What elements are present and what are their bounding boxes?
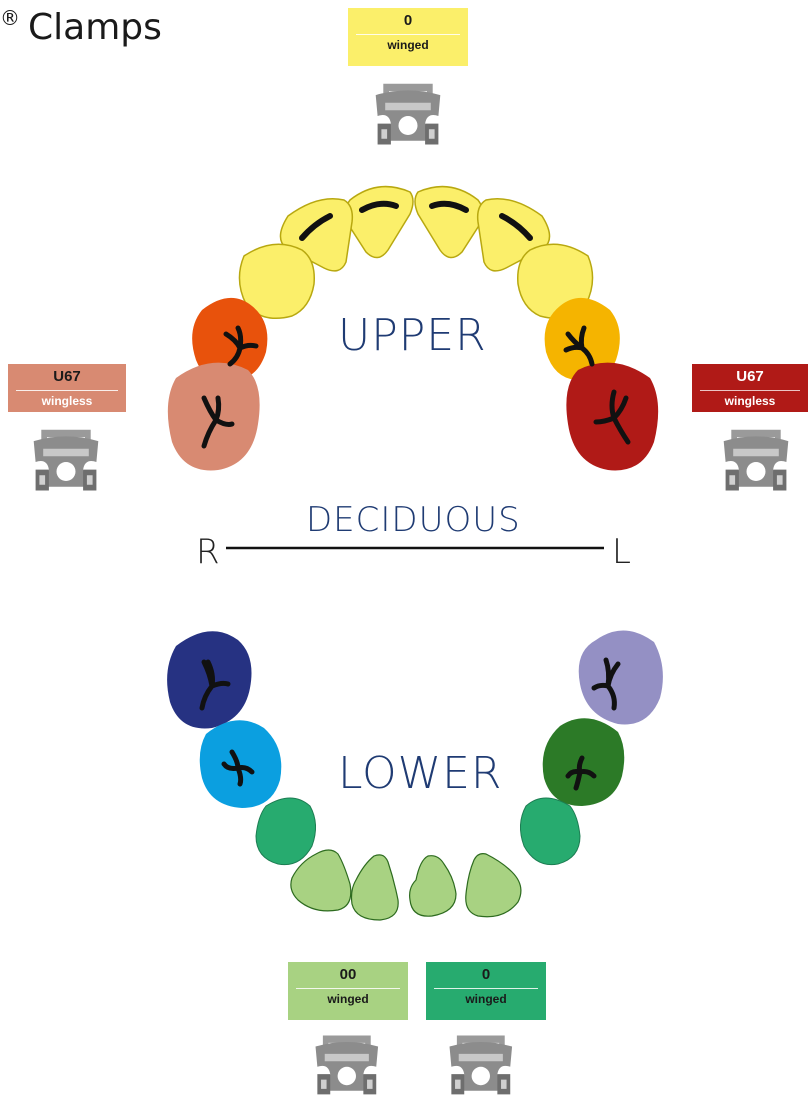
clamp-label-bottom-left: 00 winged xyxy=(288,962,408,1020)
clamp-image-top xyxy=(375,83,441,145)
clamp-code: 0 xyxy=(403,12,413,29)
right-side-label: R xyxy=(196,532,221,572)
clamp-kind: wingless xyxy=(41,394,93,408)
fissure-marks-lower xyxy=(199,657,621,791)
clamp-image-upper-left xyxy=(723,429,789,491)
clamp-kind: winged xyxy=(465,992,507,1006)
incisal-mark xyxy=(359,200,399,213)
clamp-label-bottom-right: 0 winged xyxy=(426,962,546,1020)
tooth-lower-left-second-molar xyxy=(578,630,663,725)
clamp-kind: winged xyxy=(387,38,429,52)
tooth-lower-left-canine xyxy=(520,797,581,866)
tooth-upper-canine-right xyxy=(238,243,315,319)
tooth-lower-lateral-right xyxy=(290,849,352,912)
divider xyxy=(16,390,118,391)
clamp-label-upper-left: U67 wingless xyxy=(692,364,808,412)
left-side-label: L xyxy=(612,532,632,572)
clamp-image-bottom-right xyxy=(449,1035,513,1095)
deciduous-label: DECIDUOUS xyxy=(306,500,521,540)
tooth-lower-central-left xyxy=(409,855,457,917)
tooth-lower-right-canine xyxy=(255,797,316,866)
incisal-mark xyxy=(429,200,469,213)
upper-label: UPPER xyxy=(338,310,487,361)
page-title: ® Clamps xyxy=(0,6,162,48)
divider xyxy=(434,988,538,989)
clamp-code: 0 xyxy=(481,966,491,983)
clamp-image-upper-right xyxy=(33,429,99,491)
clamp-label-top: 0 winged xyxy=(348,8,468,66)
clamp-code: 00 xyxy=(339,966,357,983)
clamp-label-upper-right: U67 wingless xyxy=(8,364,126,412)
divider xyxy=(296,988,400,989)
clamp-image-bottom-left xyxy=(315,1035,379,1095)
incisal-mark xyxy=(499,213,533,241)
tooth-lower-right-first-molar xyxy=(199,720,282,808)
lower-label: LOWER xyxy=(338,748,503,799)
tooth-lower-left-first-molar xyxy=(542,718,625,806)
clamp-kind: wingless xyxy=(724,394,776,408)
title-text: Clamps xyxy=(28,7,162,48)
lower-incisors xyxy=(290,849,522,921)
clamp-code: U67 xyxy=(53,368,81,385)
upper-arch xyxy=(238,185,594,319)
tooth-lower-central-right xyxy=(350,854,399,921)
incisal-mark xyxy=(299,213,333,241)
tooth-lower-lateral-left xyxy=(465,853,522,918)
divider xyxy=(356,34,460,35)
divider xyxy=(700,390,800,391)
clamp-code: U67 xyxy=(736,368,764,385)
clamp-kind: winged xyxy=(327,992,369,1006)
tooth-upper-central-left xyxy=(414,185,484,259)
registered-mark: ® xyxy=(0,6,20,30)
tooth-upper-central-right xyxy=(344,185,414,259)
fissure-marks-upper xyxy=(201,325,631,449)
